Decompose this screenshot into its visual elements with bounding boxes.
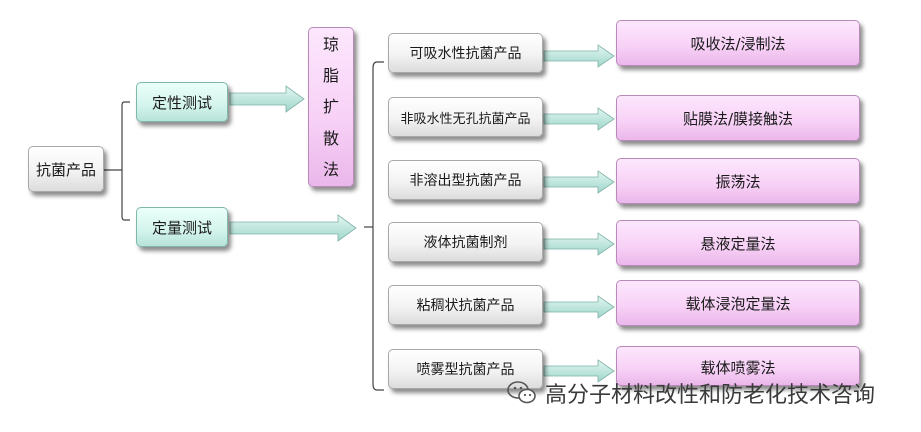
agar-char: 琼 xyxy=(322,35,339,55)
method-label: 吸收法/浸制法 xyxy=(690,34,786,53)
wechat-icon xyxy=(507,380,537,406)
product-label: 喷雾型抗菌产品 xyxy=(416,362,515,378)
qualitative-test-node: 定性测试 xyxy=(136,82,228,122)
agar-char: 扩 xyxy=(322,97,339,117)
method-node: 振荡法 xyxy=(616,158,860,204)
product-node: 可吸水性抗菌产品 xyxy=(388,33,543,73)
method-label: 悬液定量法 xyxy=(700,234,776,253)
root-label: 抗菌产品 xyxy=(35,160,96,179)
agar-char: 脂 xyxy=(322,66,339,86)
method-label: 载体浸泡定量法 xyxy=(685,294,791,313)
method-node: 吸收法/浸制法 xyxy=(616,20,860,66)
agar-diffusion-node: 琼 脂 扩 散 法 xyxy=(308,27,354,187)
method-node: 悬液定量法 xyxy=(616,220,860,266)
method-node: 贴膜法/膜接触法 xyxy=(616,95,860,141)
watermark-text: 高分子材料改性和防老化技术咨询 xyxy=(545,383,876,408)
quantitative-test-label: 定量测试 xyxy=(151,218,212,237)
agar-char: 法 xyxy=(322,159,339,179)
method-label: 贴膜法/膜接触法 xyxy=(682,109,794,128)
arrow-product-to-method xyxy=(543,295,615,319)
quantitative-test-node: 定量测试 xyxy=(136,207,228,247)
product-label: 可吸水性抗菌产品 xyxy=(409,46,522,62)
method-node: 载体浸泡定量法 xyxy=(616,280,860,326)
arrow-product-to-method xyxy=(543,170,615,194)
method-label: 载体喷雾法 xyxy=(700,359,776,377)
arrow-product-to-method xyxy=(543,359,615,383)
product-label: 非吸水性无孔抗菌产品 xyxy=(400,111,531,127)
product-node: 粘稠状抗菌产品 xyxy=(388,285,543,325)
product-node: 液体抗菌制剂 xyxy=(388,222,543,262)
arrow-product-to-method xyxy=(543,44,615,68)
watermark: 高分子材料改性和防老化技术咨询 xyxy=(507,376,875,410)
product-label: 液体抗菌制剂 xyxy=(423,235,508,251)
method-node: 载体喷雾法 xyxy=(616,346,860,386)
root-bracket xyxy=(104,101,130,221)
arrow-product-to-method xyxy=(543,107,615,131)
arrow-product-to-method xyxy=(543,232,615,256)
root-node: 抗菌产品 xyxy=(28,146,104,192)
agar-char: 散 xyxy=(322,128,339,148)
product-node: 非溶出型抗菌产品 xyxy=(388,160,543,200)
arrow-qualitative xyxy=(229,85,305,113)
method-label: 振荡法 xyxy=(715,172,761,191)
qualitative-test-label: 定性测试 xyxy=(151,93,212,112)
products-bracket xyxy=(364,61,384,391)
product-label: 非溶出型抗菌产品 xyxy=(409,173,522,189)
product-node: 非吸水性无孔抗菌产品 xyxy=(388,97,543,137)
product-label: 粘稠状抗菌产品 xyxy=(416,298,515,314)
arrow-quantitative xyxy=(229,214,357,242)
